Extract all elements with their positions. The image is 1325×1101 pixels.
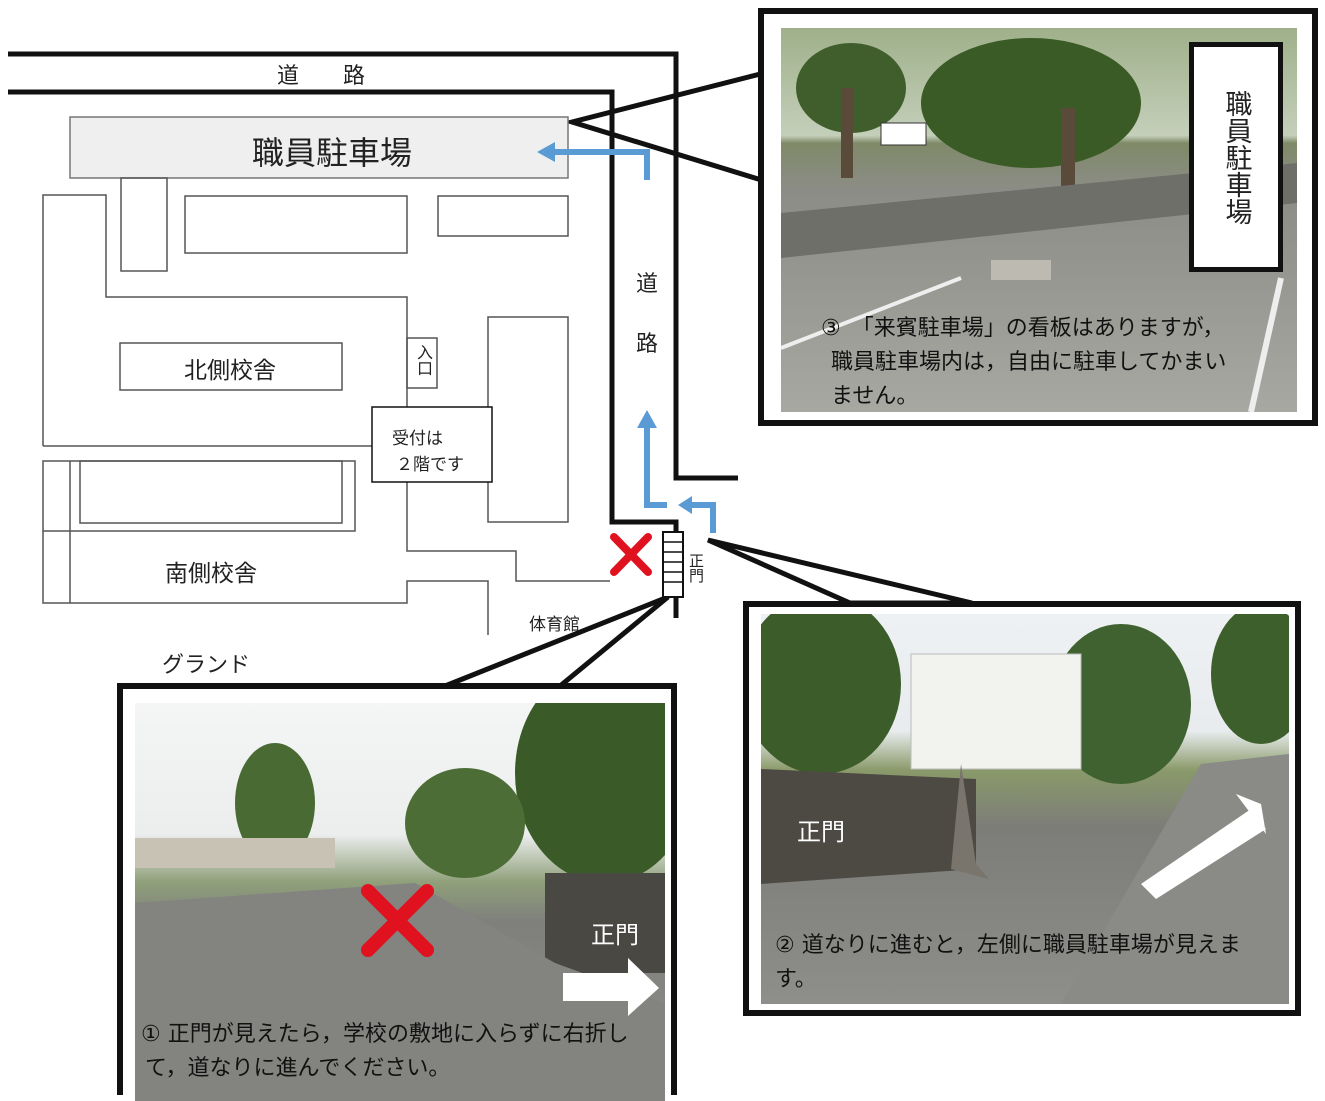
gym-building (487, 316, 569, 523)
reception-label-2: ２階です (396, 455, 464, 475)
parking-sign: 職員駐車場 (1189, 42, 1283, 272)
parking-photo: 職員駐車場 ③ 「来賓駐車場」の看板はありますが，職員駐車場内は，自由に駐車して… (781, 28, 1297, 412)
gate-photo-gate-label: 正門 (591, 921, 639, 949)
route-arrows (555, 149, 716, 533)
staff-parking-label: 職員駐車場 (252, 134, 413, 172)
gate-photo-right-arrow (563, 958, 663, 1022)
photo-panel-parking: 職員駐車場 ③ 「来賓駐車場」の看板はありますが，職員駐車場内は，自由に駐車して… (758, 8, 1318, 426)
building-annex-1 (184, 195, 408, 254)
gate-photo-cross (360, 883, 435, 962)
main-gate-structure (662, 531, 684, 598)
building-connector (120, 177, 168, 272)
photo-panel-gate: 正門 ① 正門が見えたら，学校の敷地に入らずに右折して，道なりに進んでください。 (117, 683, 677, 1101)
main-gate-label: 正門 (687, 553, 705, 583)
arrow-head-left-gate (678, 496, 692, 514)
callout-wedge-3 (562, 68, 771, 186)
north-building-label: 北側校舎 (184, 358, 276, 384)
road-side-label-2: 路 (636, 332, 659, 357)
caption-3: ③ 「来賓駐車場」の看板はありますが，職員駐車場内は，自由に駐車してかまいません… (821, 316, 1227, 409)
caption-1: ① 正門が見えたら，学校の敷地に入らずに右折して，道なりに進んでください。 (141, 1022, 629, 1081)
campus-outline (42, 194, 610, 582)
parking-sign-text: 職員駐車場 (1220, 89, 1252, 225)
staff-parking-lot (69, 116, 569, 179)
entrance-marker (406, 337, 438, 389)
gate-photo: 正門 ① 正門が見えたら，学校の敷地に入らずに右折して，道なりに進んでください。 (135, 703, 665, 1101)
arrow-head-up (637, 410, 657, 428)
no-entry-cross (610, 533, 652, 576)
road-photo: 正門 ② 道なりに進むと，左側に職員駐車場が見えます。 (761, 614, 1289, 1004)
south-building-inner (79, 460, 343, 524)
reception-label-1: 受付は (392, 429, 443, 449)
south-building-outer (42, 460, 356, 532)
reception-box (371, 406, 493, 483)
gym-label: 体育館 (529, 615, 580, 635)
arrow-head-left-parking (537, 142, 555, 162)
road-photo-gate-label: 正門 (797, 818, 845, 846)
road-top-label: 道 路 (277, 64, 366, 89)
north-building-block (119, 342, 343, 391)
south-building-label: 南側校舎 (165, 561, 257, 587)
road-outer-edge (8, 51, 738, 481)
south-building-base (42, 531, 489, 635)
caption-2: ② 道なりに進むと，左側に職員駐車場が見えます。 (775, 933, 1241, 992)
callout-wedge-2 (706, 537, 973, 606)
photo-panel-road: 正門 ② 道なりに進むと，左側に職員駐車場が見えます。 (743, 601, 1301, 1016)
building-annex-2 (437, 195, 569, 237)
road-side-label-1: 道 (636, 272, 659, 297)
ground-label: グランド (162, 653, 251, 678)
entrance-label: 入口 (414, 344, 433, 376)
